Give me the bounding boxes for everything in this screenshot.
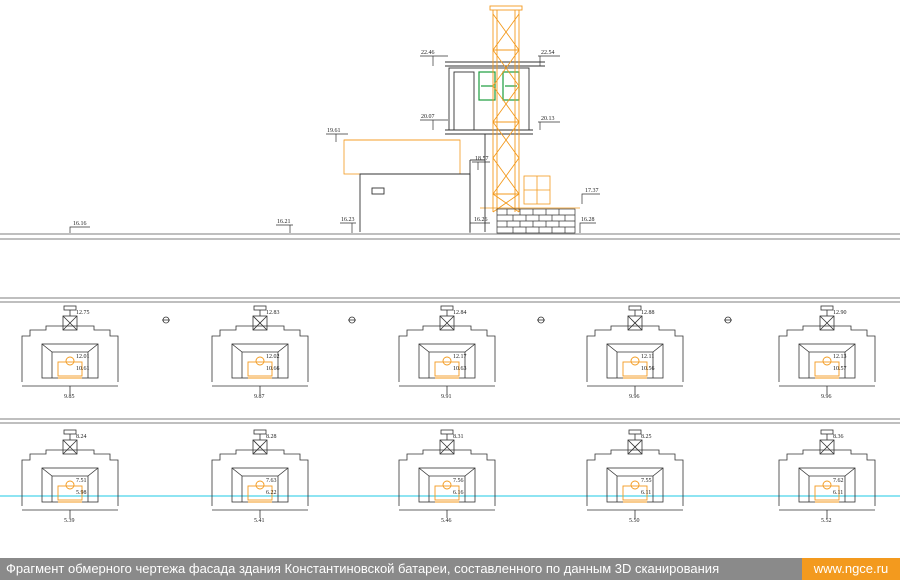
caption-text: Фрагмент обмерного чертежа фасада здания…: [6, 561, 720, 576]
lattice-mast: [489, 5, 523, 213]
embrasure-mark-top: 12.84: [453, 310, 467, 316]
brick-plinth: [496, 208, 576, 234]
embrasure-mark-top: 8.25: [641, 434, 652, 440]
embrasure: 8.36 7.62 6.11 5.52: [778, 429, 876, 524]
embrasure-mark-top: 8.24: [76, 434, 87, 440]
site-link[interactable]: www.ngce.ru: [802, 558, 900, 580]
embrasure-mark-lower: 10.63: [453, 366, 467, 372]
embrasure-mark-top: 8.31: [453, 434, 464, 440]
embrasure-mark-top: 12.88: [641, 310, 655, 316]
facade-drawing: 22.46 22.54 20.07 20.13 19.61 18.57 17.3…: [0, 5, 900, 524]
ground-lines: [0, 233, 900, 424]
embrasure: 8.31 7.56 6.16 5.46: [398, 429, 496, 524]
embrasure: 12.90 12.13 10.57 9.96: [778, 305, 876, 400]
embrasure-rows: 12.7512.0110.619.8512.8312.0210.669.8712…: [21, 305, 876, 524]
lower-building: [359, 134, 486, 232]
embrasure-mark-bottom: 9.85: [64, 394, 75, 400]
embrasure-mark-top: 8.28: [266, 434, 277, 440]
embrasure: 12.84 12.17 10.63 9.91: [398, 305, 496, 400]
embrasure: 12.83 12.02 10.66 9.87: [211, 305, 309, 400]
embrasure-mark-upper: 7.51: [76, 478, 87, 484]
embrasure-mark-upper: 12.01: [76, 354, 90, 360]
embrasure-mark-top: 12.90: [833, 310, 847, 316]
embrasure: 8.25 7.55 6.11 5.50: [586, 429, 684, 524]
mark-floor-left: 20.07: [421, 114, 435, 120]
embrasure-mark-bottom: 9.91: [441, 394, 452, 400]
mark-annex-eave: 18.57: [475, 156, 489, 162]
embrasure-mark-bottom: 9.96: [821, 394, 832, 400]
embrasure-mark-upper: 7.55: [641, 478, 652, 484]
embrasure-mark-top: 12.83: [266, 310, 280, 316]
embrasure-mark-bottom: 5.52: [821, 518, 832, 524]
caption-bar: Фрагмент обмерного чертежа фасада здания…: [0, 558, 900, 580]
embrasure-mark-lower: 6.11: [641, 490, 651, 496]
embrasure-mark-upper: 12.17: [453, 354, 467, 360]
embrasure-mark-bottom: 5.50: [629, 518, 640, 524]
elevation-leaders: [69, 55, 600, 233]
embrasure: 12.88 12.11 10.56 9.96: [586, 305, 684, 400]
mark-annex-roof: 19.61: [327, 128, 341, 134]
elevation-marks: 22.46 22.54 20.07 20.13 19.61 18.57 17.3…: [73, 50, 599, 227]
section-symbols: [162, 316, 732, 324]
embrasure-mark-bottom: 5.46: [441, 518, 452, 524]
embrasure-mark-upper: 7.62: [833, 478, 844, 484]
embrasure-mark-bottom: 5.39: [64, 518, 75, 524]
embrasure-mark-lower: 10.61: [76, 366, 90, 372]
embrasure: 8.24 7.51 5.98 5.39: [21, 429, 119, 524]
mark-ground-2: 16.21: [277, 219, 291, 225]
embrasure-mark-upper: 12.11: [641, 354, 654, 360]
mark-plinth-top: 17.37: [585, 188, 599, 194]
mark-ground-3: 16.23: [341, 217, 355, 223]
embrasure: 12.75 12.01 10.61 9.85: [21, 305, 119, 400]
embrasure-mark-lower: 5.98: [76, 490, 87, 496]
embrasure-mark-lower: 10.66: [266, 366, 280, 372]
mark-ground-4: 16.26: [474, 217, 488, 223]
embrasure-mark-lower: 6.16: [453, 490, 464, 496]
embrasure-mark-bottom: 9.87: [254, 394, 265, 400]
embrasure-mark-upper: 7.63: [266, 478, 277, 484]
mark-floor-right: 20.13: [541, 116, 555, 122]
embrasure-mark-top: 8.36: [833, 434, 844, 440]
observation-cabin: [445, 61, 545, 135]
mark-ground-5: 16.28: [581, 217, 595, 223]
embrasure-mark-bottom: 9.96: [629, 394, 640, 400]
mark-roof-right: 22.54: [541, 50, 555, 56]
embrasure-mark-lower: 6.22: [266, 490, 277, 496]
cabin-windows: [478, 71, 520, 101]
mark-roof-left: 22.46: [421, 50, 435, 56]
embrasure: 8.28 7.63 6.22 5.41: [211, 429, 309, 524]
embrasure-mark-top: 12.75: [76, 310, 90, 316]
embrasure-mark-lower: 10.57: [833, 366, 847, 372]
mark-ground-1: 16.16: [73, 221, 87, 227]
embrasure-mark-lower: 10.56: [641, 366, 655, 372]
embrasure-mark-upper: 7.56: [453, 478, 464, 484]
embrasure-mark-upper: 12.02: [266, 354, 280, 360]
embrasure-mark-upper: 12.13: [833, 354, 847, 360]
embrasure-mark-lower: 6.11: [833, 490, 843, 496]
embrasure-mark-bottom: 5.41: [254, 518, 265, 524]
